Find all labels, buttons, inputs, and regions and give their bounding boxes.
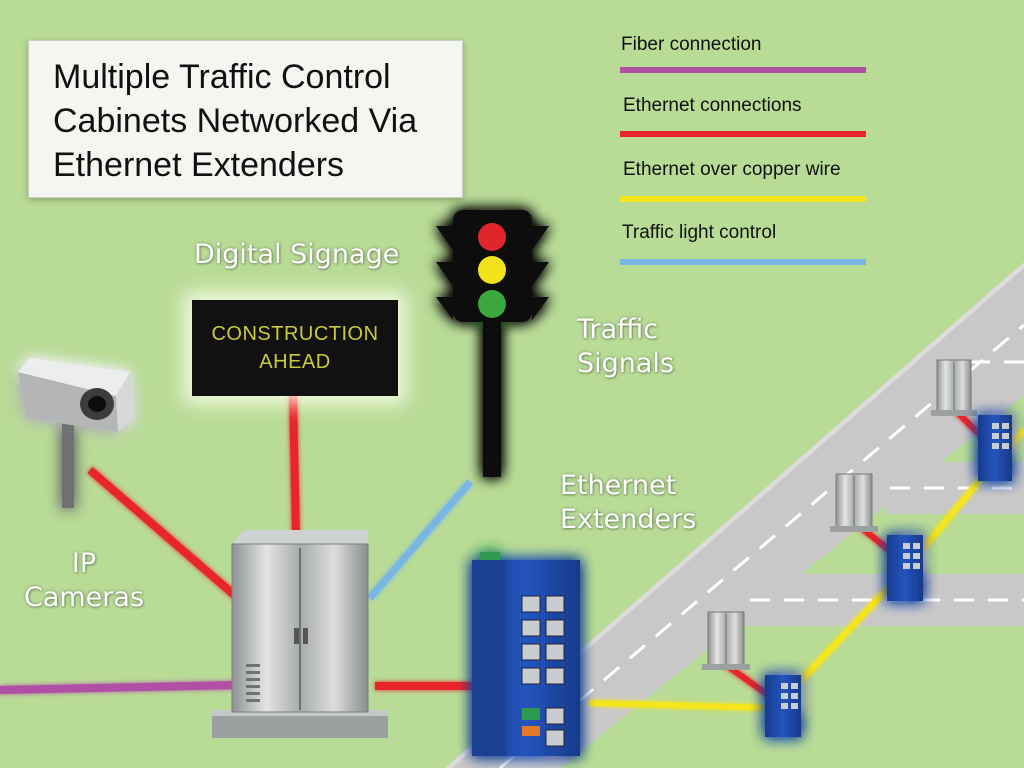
remote-extender-3 (887, 535, 923, 601)
sign-text-line-2: AHEAD (259, 351, 331, 373)
ip-cameras-label-line-2: Cameras (23, 582, 145, 613)
diagram-title-box: Multiple Traffic Control Cabinets Networ… (28, 40, 463, 198)
ethernet-extender-main (472, 552, 580, 756)
legend-label-ethernet: Ethernet connections (623, 95, 802, 116)
ethernet-extenders-label: Ethernet Extenders (560, 469, 696, 537)
ip-camera-icon (18, 358, 135, 508)
green-light (478, 290, 506, 318)
digital-signage-label: Digital Signage (194, 239, 400, 270)
remote-extender-2 (765, 675, 801, 737)
legend-label-fiber: Fiber connection (621, 34, 762, 55)
digital-signage-display: CONSTRUCTION AHEAD (192, 300, 398, 396)
yellow-light (478, 256, 506, 284)
traffic-signals-label-line-2: Signals (577, 348, 675, 379)
legend-label-traffic-control: Traffic light control (622, 222, 777, 243)
remote-cabinet-3 (830, 473, 878, 532)
remote-cabinet-2 (702, 611, 750, 670)
title-line-2: Cabinets Networked Via (53, 102, 418, 140)
legend-swatches (620, 67, 866, 265)
road-edge-top (445, 262, 1024, 768)
traffic-light-control-line (367, 479, 473, 601)
ethernet-line-signage (289, 395, 300, 536)
title-line-3: Ethernet Extenders (53, 146, 345, 184)
road-network (445, 262, 1024, 768)
fiber-connection-line (0, 681, 241, 694)
red-light (478, 223, 506, 251)
traffic-cabinet-main (212, 530, 388, 738)
remote-extender-4 (978, 415, 1012, 481)
ip-cameras-label-line-1: IP (71, 548, 97, 579)
title-line-1: Multiple Traffic Control (53, 58, 391, 96)
ethernet-extenders-label-line-1: Ethernet (560, 470, 677, 501)
sign-text-line-1: CONSTRUCTION (211, 323, 379, 345)
ethernet-line-camera (87, 466, 243, 604)
traffic-signals-label-line-1: Traffic (577, 314, 659, 345)
ethernet-extenders-label-line-2: Extenders (560, 504, 697, 535)
traffic-signals-label: Traffic Signals (577, 313, 674, 381)
ip-cameras-label: IP Cameras (18, 547, 150, 615)
remote-cabinet-4 (931, 359, 977, 416)
legend-label-copper: Ethernet over copper wire (623, 159, 841, 180)
main-road-dashes (499, 323, 1024, 768)
traffic-light-icon (436, 210, 549, 477)
